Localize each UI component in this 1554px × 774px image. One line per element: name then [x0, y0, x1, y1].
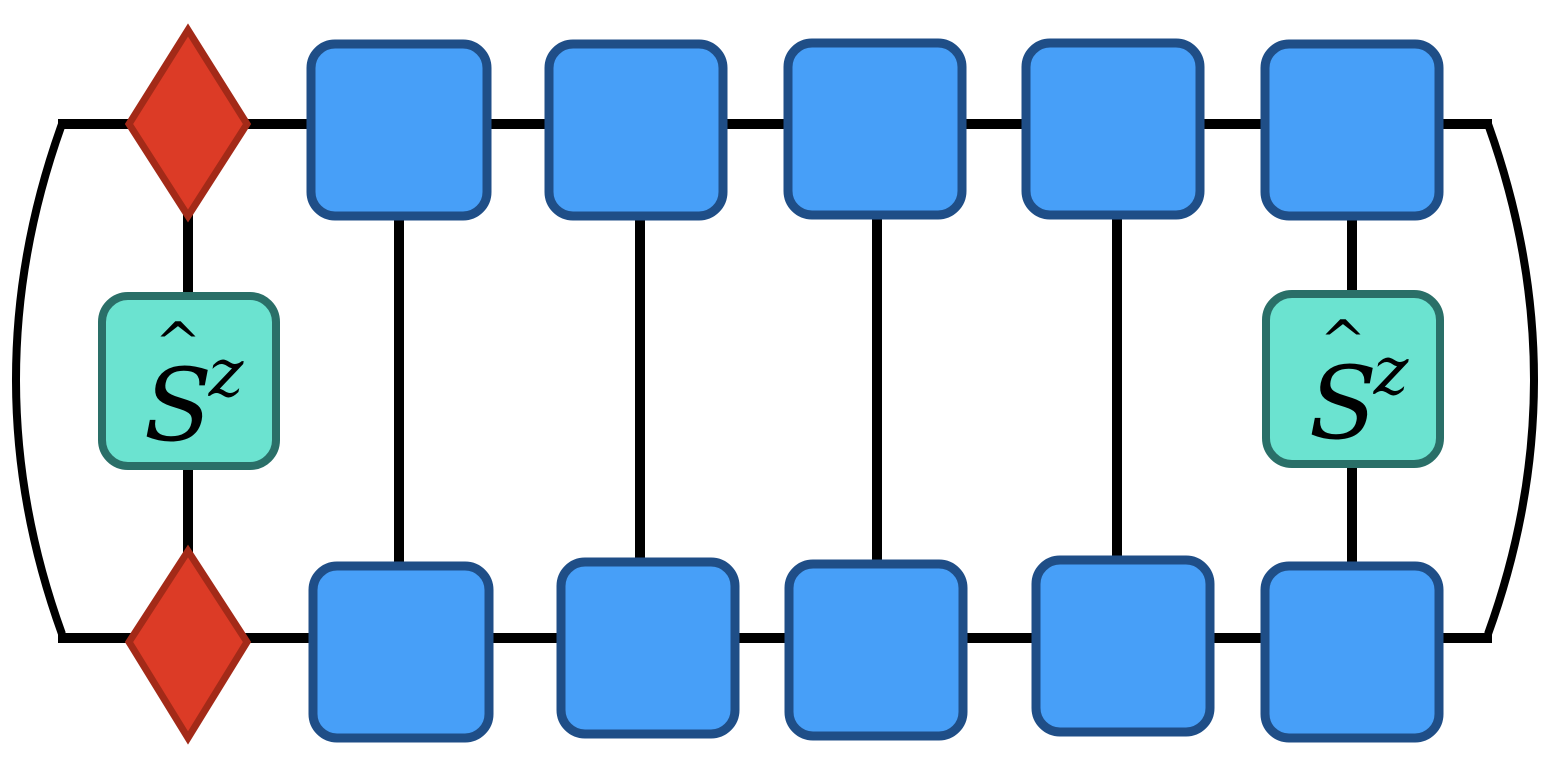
top-diamond — [124, 23, 252, 223]
top-tensor-4 — [1021, 38, 1205, 220]
operator-left-symbol: S — [144, 347, 213, 464]
left-boundary-arc — [12, 122, 66, 636]
operator-left-hat: ^ — [155, 311, 202, 376]
top-tensor-2 — [544, 39, 728, 221]
bottom-tensor-4 — [1031, 555, 1215, 737]
bottom-tensor-1 — [308, 561, 494, 743]
right-boundary-arc — [1484, 122, 1538, 636]
operator-left-superscript: z — [208, 335, 245, 412]
top-tensor-3 — [783, 38, 967, 220]
operator-left-box — [98, 292, 280, 470]
bottom-tensor-2 — [556, 557, 740, 739]
bottom-tensor-5 — [1260, 561, 1444, 743]
operator-right: ^ S z — [1262, 290, 1444, 468]
bottom-diamond — [124, 544, 252, 745]
top-tensor-1 — [306, 39, 492, 221]
bottom-tensor-3 — [784, 559, 968, 741]
operator-right-box — [1262, 290, 1444, 468]
operator-right-symbol: S — [1309, 345, 1378, 462]
operator-right-superscript: z — [1373, 333, 1410, 410]
operator-right-hat: ^ — [1320, 309, 1367, 374]
top-tensor-5 — [1260, 39, 1444, 221]
operator-left: ^ S z — [98, 292, 280, 470]
